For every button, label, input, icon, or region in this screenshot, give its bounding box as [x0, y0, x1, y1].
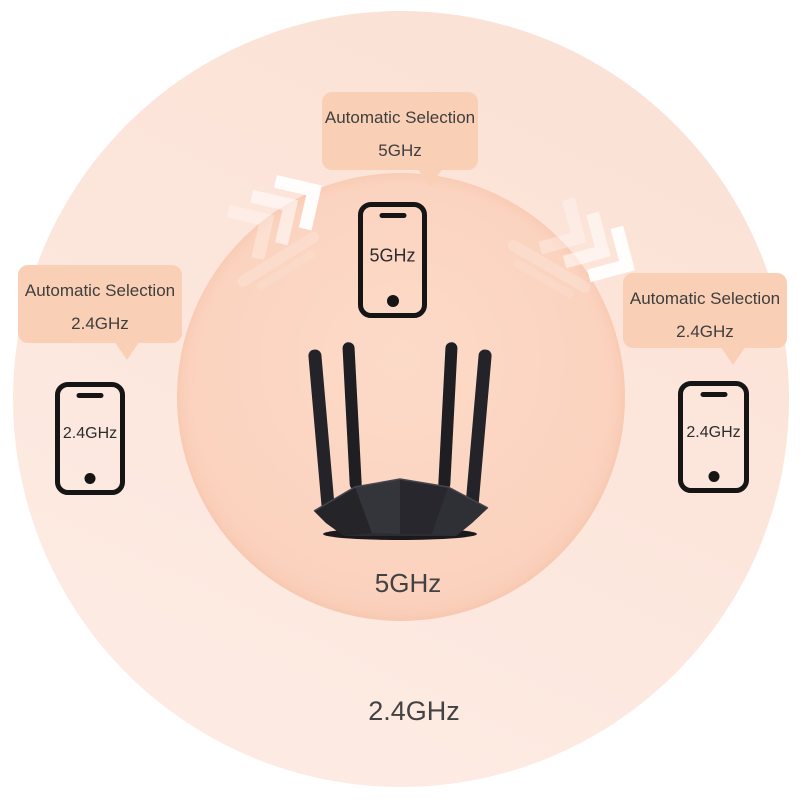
phone-right: 2.4GHz: [678, 381, 749, 493]
phone-band-label: 2.4GHz: [686, 423, 741, 441]
phone-speaker-bar: [700, 392, 727, 397]
chevrons-down-right-icon: [507, 197, 636, 298]
phone-speaker-bar: [379, 213, 406, 218]
phone-band-label: 2.4GHz: [62, 425, 118, 443]
inner-band-label: 5GHz: [374, 568, 442, 598]
callout-line2: 2.4GHz: [676, 322, 734, 341]
callout-line2: 2.4GHz: [71, 314, 129, 333]
phone-home-button: [708, 471, 719, 482]
phone-home-button: [386, 295, 399, 307]
callout-line1: Automatic Selection: [629, 289, 781, 308]
phone-home-button: [84, 473, 96, 484]
callout-tail: [720, 346, 746, 365]
callout-line1: Automatic Selection: [324, 108, 476, 127]
callout-line2: 5GHz: [378, 141, 422, 160]
inner-band-circle: [177, 173, 625, 621]
router-antennas: [308, 342, 492, 512]
router-icon: [308, 342, 492, 540]
callout-top-5ghz: Automatic Selection 5GHz: [322, 92, 478, 187]
phone-left: 2.4GHz: [55, 382, 125, 495]
callout-line1: Automatic Selection: [24, 281, 176, 300]
chevrons-up-right-icon: [226, 175, 322, 291]
callout-left-24ghz: Automatic Selection 2.4GHz: [18, 265, 182, 360]
router-body: [313, 478, 489, 540]
phone-band-label: 5GHz: [369, 245, 416, 266]
callout-tail: [114, 341, 140, 360]
phone-top: 5GHz: [358, 202, 427, 318]
callout-tail: [417, 168, 443, 187]
callout-right-24ghz: Automatic Selection 2.4GHz: [623, 273, 787, 365]
outer-band-label: 2.4GHz: [368, 696, 460, 726]
phone-speaker-bar: [76, 393, 104, 398]
